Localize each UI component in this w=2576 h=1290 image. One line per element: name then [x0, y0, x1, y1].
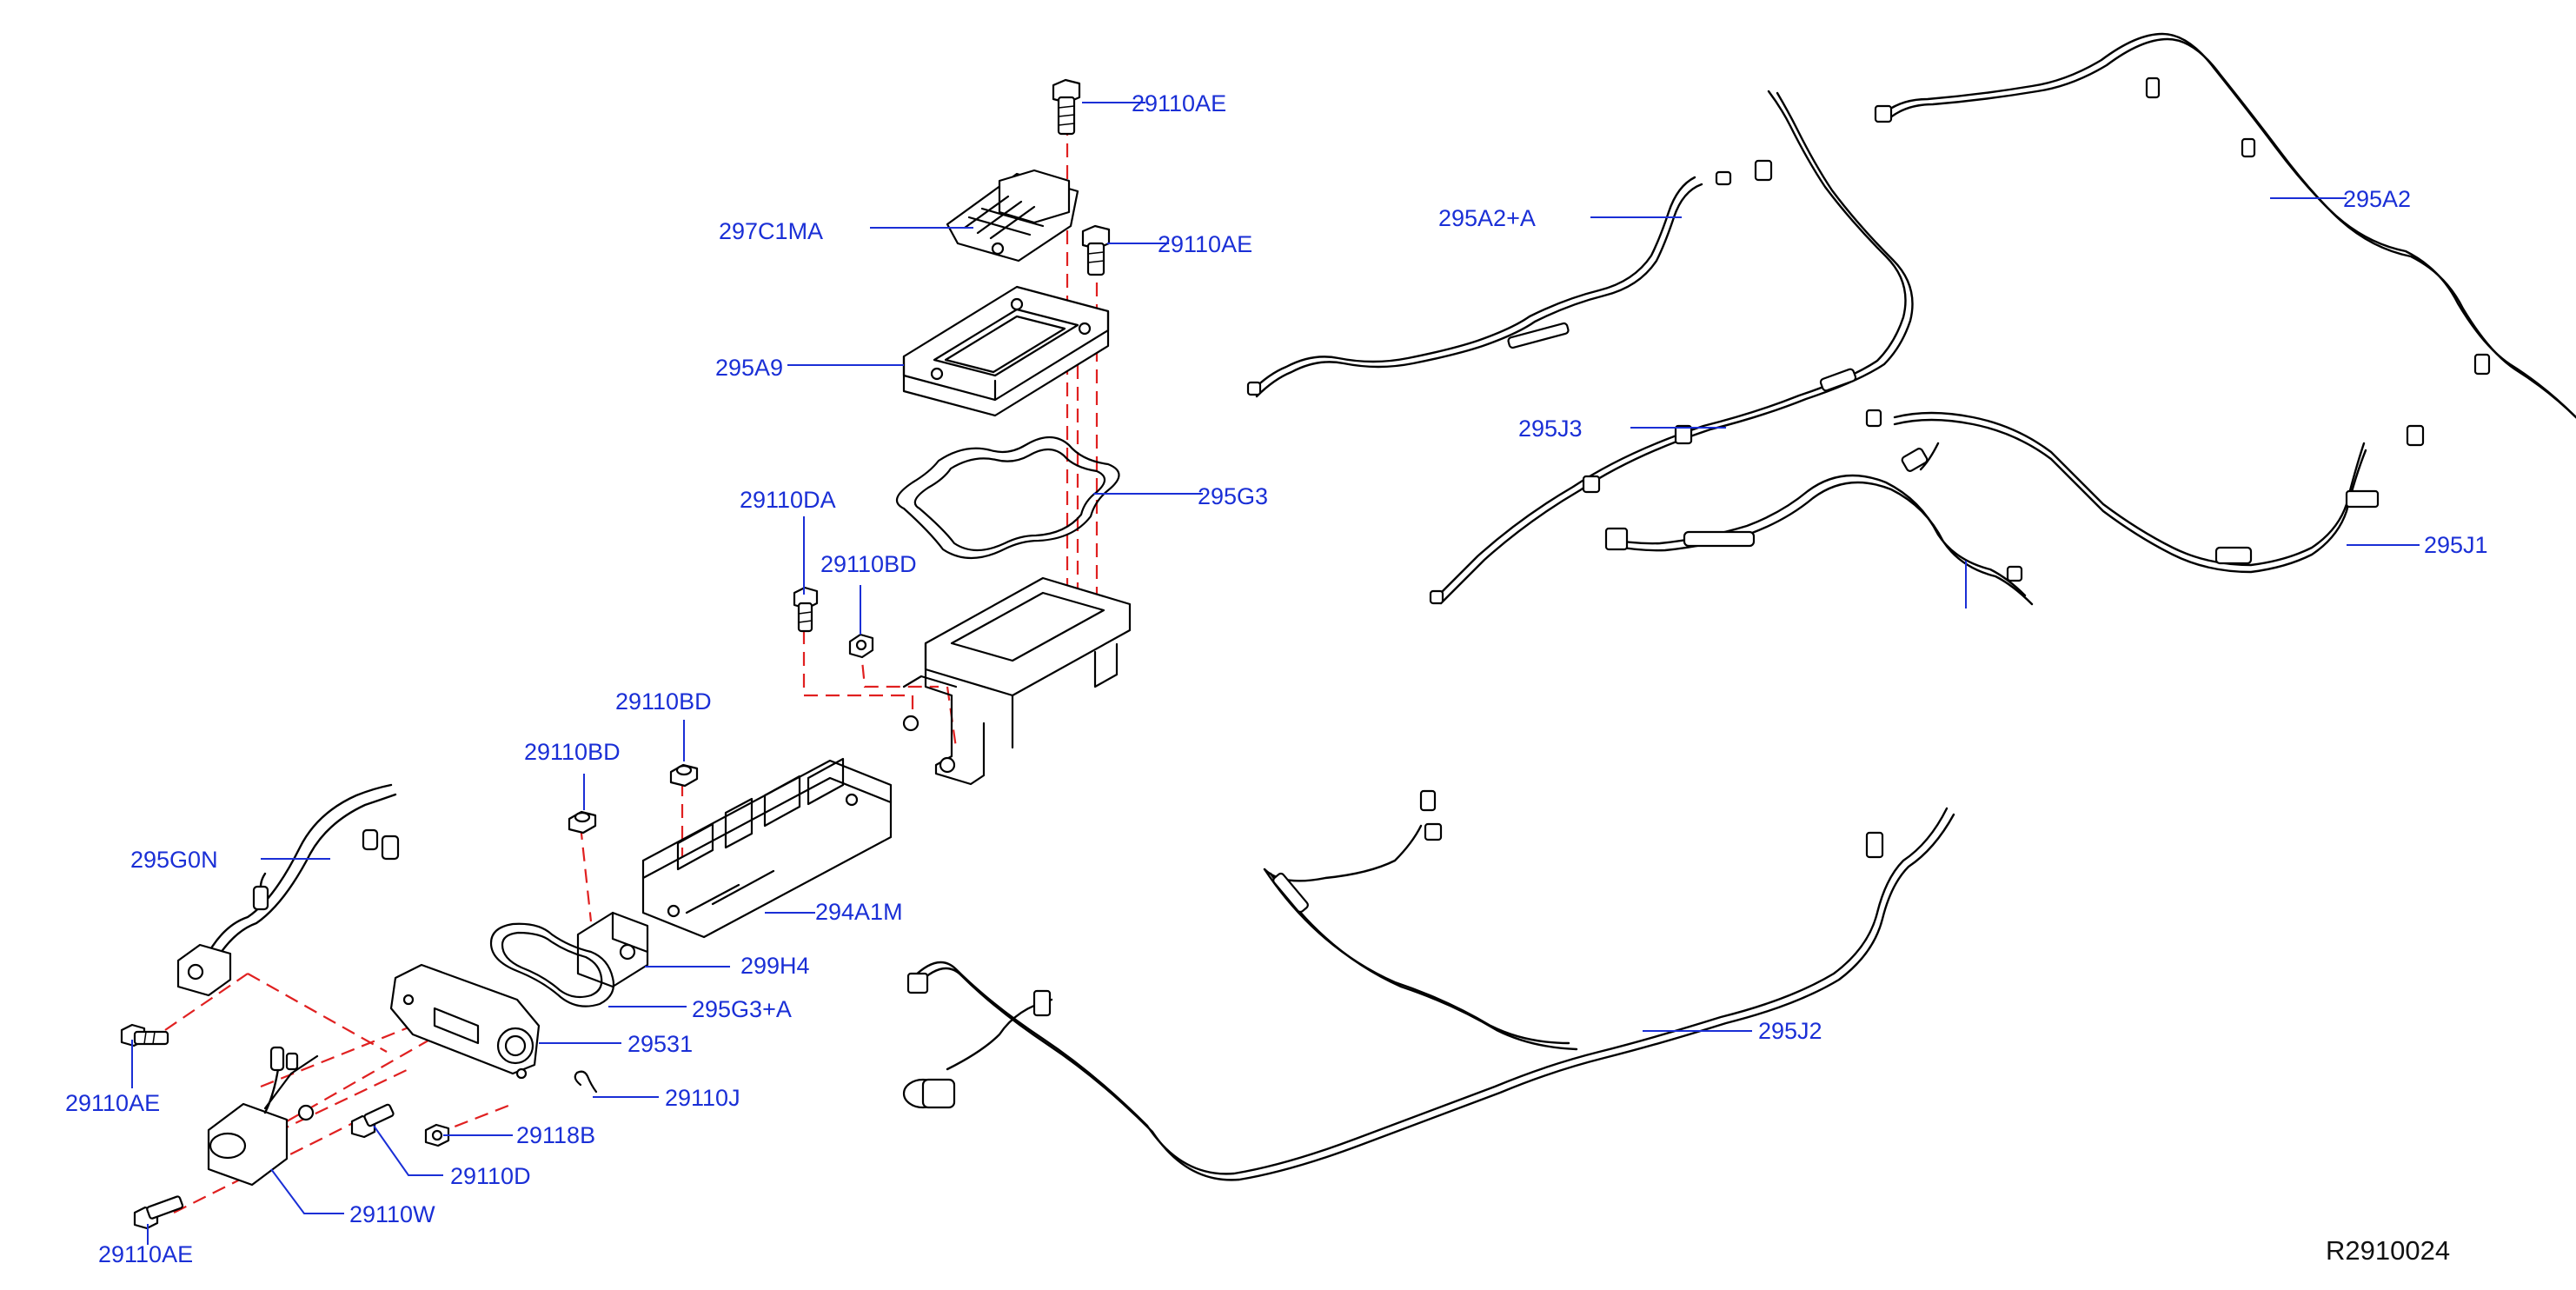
bolt-29110d: [350, 1103, 395, 1139]
label-29110d: 29110D: [450, 1163, 531, 1189]
harness-295a2a: [1246, 170, 1732, 398]
part-29110j-clip: [574, 1070, 598, 1094]
label-29110bd-upper: 29110BD: [820, 551, 917, 577]
label-295j3: 295J3: [1518, 416, 1583, 442]
harness-295j2: [902, 789, 1955, 1181]
diagram-code: R2910024: [2326, 1235, 2451, 1266]
label-295g0n: 295G0N: [130, 847, 218, 873]
bolt-29110ae-top: [1052, 78, 1081, 136]
nut-29118b: [424, 1123, 450, 1147]
part-29110w-sensor: [207, 1046, 319, 1187]
bolt-29110da: [793, 586, 819, 633]
label-295g3: 295G3: [1198, 483, 1269, 509]
part-295g3a-gasket: [489, 922, 615, 1007]
nut-29110bd-left: [568, 810, 597, 835]
nut-29110bd-right: [669, 763, 699, 788]
label-29110bd-left: 29110BD: [524, 739, 621, 765]
label-29110ae-mid: 29110AE: [1158, 231, 1253, 257]
harness-295j3a: [1604, 474, 2034, 606]
label-295a2a: 295A2+A: [1438, 205, 1536, 231]
bolt-29110ae-left: [120, 1023, 169, 1047]
label-295j2: 295J2: [1758, 1018, 1822, 1044]
label-29110bd-right: 29110BD: [615, 688, 712, 715]
part-295g3-gasket: [895, 436, 1120, 559]
part-29531-plate: [389, 963, 541, 1080]
part-299h4-bracket: [576, 911, 649, 988]
bolt-29110ae-bottom: [133, 1195, 184, 1230]
label-295a2: 295A2: [2343, 186, 2412, 212]
harness-295j1: [1865, 409, 2425, 574]
part-297c1ma-cover: [946, 169, 1079, 263]
bolt-29110ae-mid: [1081, 224, 1111, 276]
label-295a9: 295A9: [715, 355, 784, 381]
label-29110da: 29110DA: [740, 487, 836, 513]
label-297c1ma: 297C1MA: [719, 218, 824, 244]
label-29110ae-bottom: 29110AE: [98, 1241, 194, 1267]
label-29110w: 29110W: [349, 1201, 435, 1227]
label-29110j: 29110J: [665, 1085, 740, 1111]
label-29531: 29531: [627, 1031, 694, 1057]
part-295a9-frame: [902, 285, 1110, 417]
harness-295a2: [1874, 32, 2576, 419]
label-295g3a: 295G3+A: [692, 996, 792, 1022]
nut-29110bd-upper: [848, 633, 874, 659]
label-299h4: 299H4: [740, 953, 810, 979]
label-295j1: 295J1: [2424, 532, 2488, 558]
leader-lines: [131, 102, 2420, 1245]
part-base-bracket: [902, 576, 1132, 786]
label-29110ae-left: 29110AE: [65, 1090, 161, 1116]
part-295g0n-harness: [176, 783, 400, 997]
harness-295j3: [1429, 90, 1914, 605]
label-29118b: 29118B: [516, 1122, 596, 1148]
label-29110ae-top: 29110AE: [1132, 90, 1227, 116]
label-294a1m: 294A1M: [815, 899, 903, 925]
part-294a1m-box: [641, 757, 893, 939]
